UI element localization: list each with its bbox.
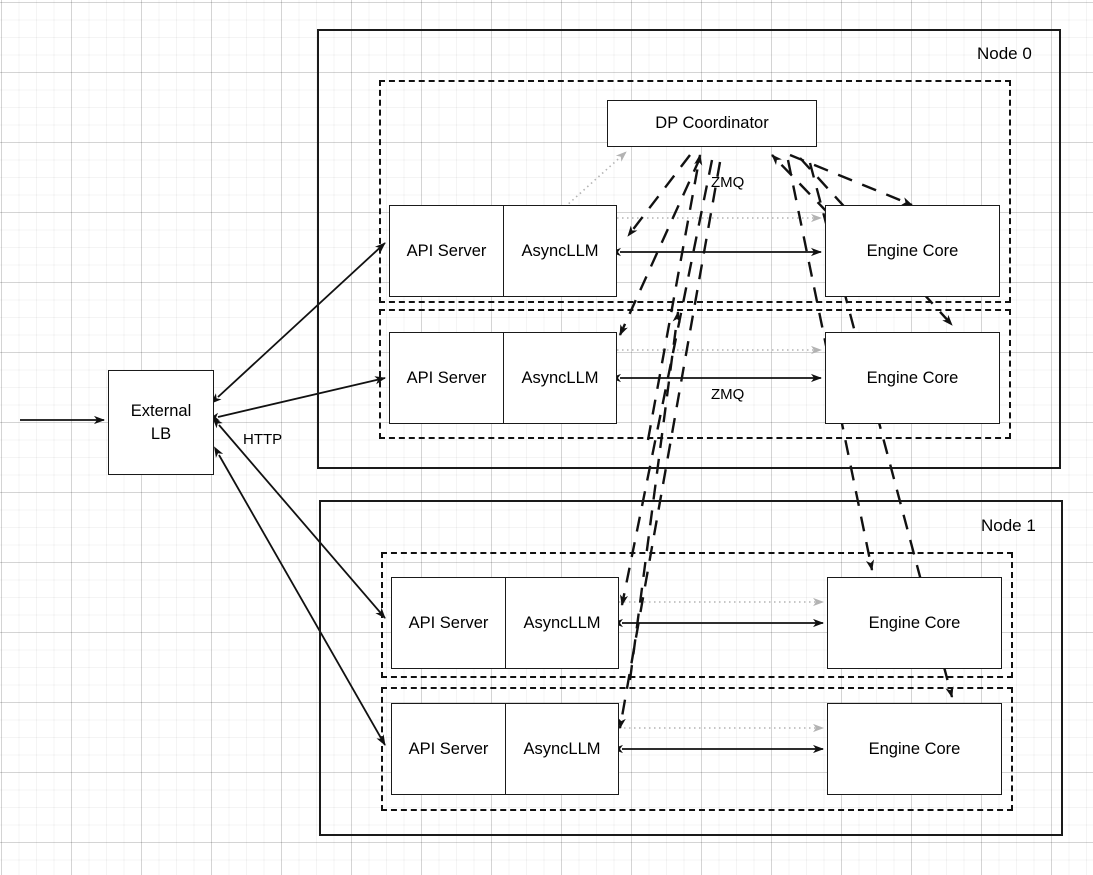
engine-core-box-n0r0[interactable]: Engine Core bbox=[825, 205, 1000, 297]
engine-core-box-n1r0[interactable]: Engine Core bbox=[827, 577, 1002, 669]
zmq-coordinator-to-enginecore-n0r0 bbox=[789, 153, 913, 207]
zmq-label-top: ZMQ bbox=[711, 174, 745, 191]
api-server-label-n1r1: API Server bbox=[408, 739, 489, 758]
zmq-coordinator-to-asyncllm-n0r0 bbox=[627, 154, 691, 237]
external-lb-label: External LB bbox=[131, 400, 192, 445]
http-label: HTTP bbox=[243, 431, 283, 448]
node-0-box bbox=[317, 29, 1061, 469]
zmq-label-bottom: ZMQ bbox=[711, 386, 745, 403]
node-1-box bbox=[319, 500, 1063, 836]
external-lb-label-line1: External bbox=[130, 402, 192, 421]
dotted-asyncllm-coordinator-n0r0 bbox=[564, 151, 627, 208]
lb-to-api-server-n0r1 bbox=[208, 376, 386, 421]
engine-core-label-n0r1: Engine Core bbox=[866, 368, 959, 387]
zmq-coordinator-to-asyncllm-n1r0 bbox=[619, 159, 714, 606]
async-llm-label-n1r1: AsyncLLM bbox=[505, 704, 618, 794]
engine-core-label-n1r1: Engine Core bbox=[868, 739, 961, 758]
lb-to-api-server-n1r1 bbox=[214, 446, 386, 746]
engine-core-box-n0r1[interactable]: Engine Core bbox=[825, 332, 1000, 424]
api-server-label-n1r0: API Server bbox=[408, 613, 489, 632]
async-llm-label-n0r1: AsyncLLM bbox=[503, 333, 616, 423]
async-llm-label-n1r0: AsyncLLM bbox=[505, 578, 618, 668]
node-0-replica-0-group bbox=[379, 80, 1011, 303]
engine-core-label-n1r0: Engine Core bbox=[868, 613, 961, 632]
engine-core-box-n1r1[interactable]: Engine Core bbox=[827, 703, 1002, 795]
external-lb-box[interactable]: External LB bbox=[108, 370, 214, 475]
api-server-unit-n1r0[interactable]: API Server AsyncLLM bbox=[391, 577, 619, 669]
api-server-label-n0r1: API Server bbox=[406, 368, 487, 387]
lb-to-api-server-n0r0 bbox=[210, 242, 386, 404]
external-lb-label-line2: LB bbox=[150, 424, 172, 443]
async-llm-label-n0r0: AsyncLLM bbox=[503, 206, 616, 296]
api-server-unit-n1r1[interactable]: API Server AsyncLLM bbox=[391, 703, 619, 795]
node-0-label: Node 0 bbox=[977, 44, 1032, 63]
node-1-replica-1-group bbox=[381, 687, 1013, 811]
api-server-unit-n0r1[interactable]: API Server AsyncLLM bbox=[389, 332, 617, 424]
api-server-unit-n0r0[interactable]: API Server AsyncLLM bbox=[389, 205, 617, 297]
zmq-coordinator-to-asyncllm-n1r1 bbox=[617, 161, 722, 729]
engine-core-label-n0r0: Engine Core bbox=[866, 241, 959, 260]
node-1-replica-0-group bbox=[381, 552, 1013, 678]
dp-coordinator-box[interactable]: DP Coordinator bbox=[607, 100, 817, 147]
dp-coordinator-label: DP Coordinator bbox=[655, 114, 769, 133]
node-0-replica-1-group bbox=[379, 309, 1011, 439]
zmq-enginecore-n0r0-to-coordinator bbox=[771, 154, 829, 214]
api-server-label-n0r0: API Server bbox=[406, 241, 487, 260]
zmq-coordinator-to-asyncllm-n0r1 bbox=[618, 157, 702, 336]
node-1-label: Node 1 bbox=[981, 516, 1036, 535]
zmq-asyncllm-n0r1-to-coordinator bbox=[646, 154, 703, 441]
zmq-asyncllm-n1r0-to-coordinator bbox=[628, 311, 681, 681]
